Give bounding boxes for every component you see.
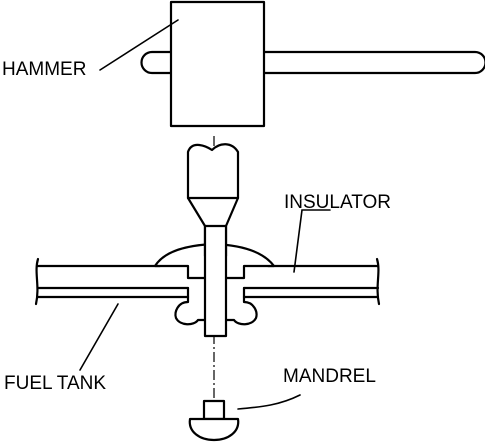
mandrel-label: MANDREL <box>283 366 376 387</box>
hammer-label: HAMMER <box>2 59 86 80</box>
rivet-body-left <box>174 295 207 326</box>
mandrel-leader-line <box>237 394 301 410</box>
hammer <box>140 0 485 128</box>
fuel-tank-label: FUEL TANK <box>4 373 106 394</box>
fuel-tank-wall <box>34 257 381 306</box>
mandrel-lower-shank <box>203 224 228 338</box>
insulator-label: INSULATOR <box>284 192 391 213</box>
insulator-leader-line <box>293 209 331 273</box>
fuel-tank-leader-line <box>79 303 119 371</box>
mandrel-head <box>188 399 240 442</box>
hammer-head <box>169 0 266 128</box>
rivet-body-right <box>222 295 258 326</box>
hammer-leader-line <box>99 19 179 71</box>
mandrel-rod <box>186 143 240 338</box>
insulator-layer <box>36 286 380 299</box>
